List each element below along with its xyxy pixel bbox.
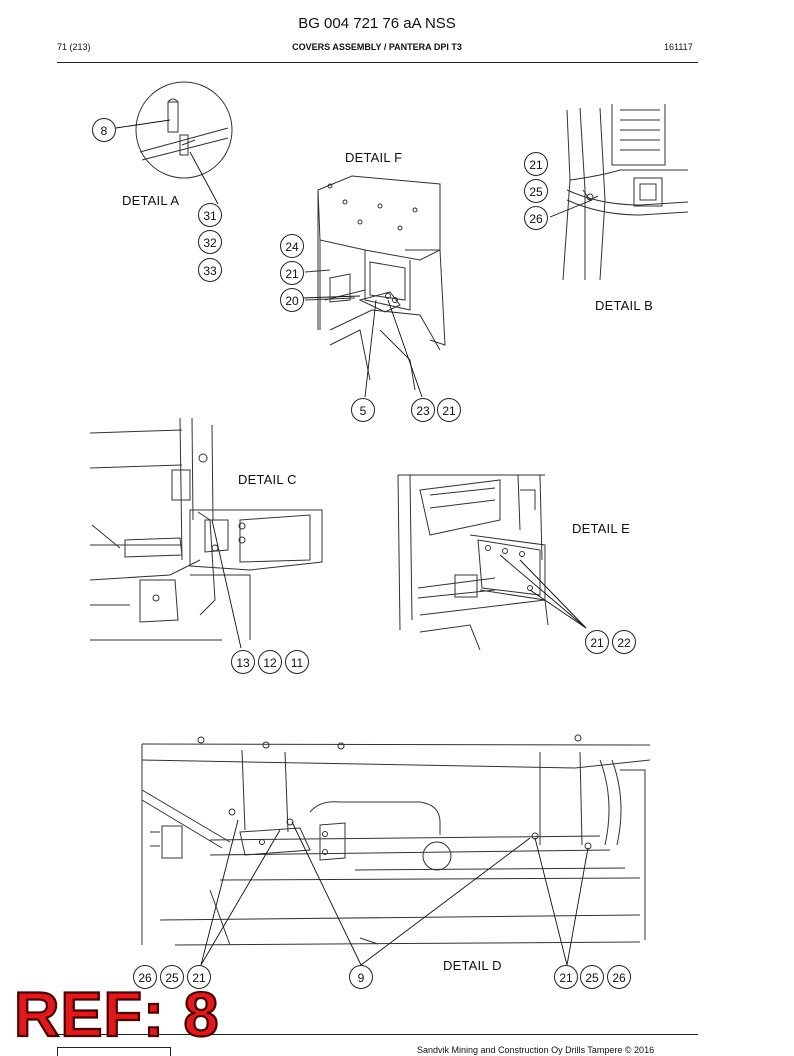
detail-e-label: DETAIL E [572,521,630,536]
callout-item: 9 [349,965,373,989]
callout-item: 26 [607,965,631,989]
brand-logo-box [57,1047,171,1056]
ref-stamp: REF: 8 [13,980,220,1050]
callout-item: 8 [92,118,116,142]
callout-item: 21 [280,261,304,285]
detail-b-label: DETAIL B [595,298,653,313]
detail-a-label: DETAIL A [122,193,180,208]
detail-c-label: DETAIL C [238,472,297,487]
page-number: 71 (213) [57,42,91,52]
callout-item: 11 [285,650,309,674]
detail-d-label: DETAIL D [443,958,502,973]
callout-item: 21 [437,398,461,422]
document-date: 161117 [664,42,693,52]
callout-item: 21 [554,965,578,989]
callout-item: 25 [160,965,184,989]
section-title: COVERS ASSEMBLY / PANTERA DPI T3 [292,42,462,52]
callout-item: 23 [411,398,435,422]
leader-lines [116,120,592,965]
callout-item: 13 [231,650,255,674]
footer-rule [57,1034,698,1035]
callout-item: 12 [258,650,282,674]
callout-item: 24 [280,234,304,258]
detail-a-drawing [136,82,232,178]
detail-e-drawing [398,475,548,650]
callout-item: 5 [351,398,375,422]
callout-item: 21 [585,630,609,654]
detail-f-drawing [305,176,445,390]
callout-item: 21 [187,965,211,989]
callout-item: 22 [612,630,636,654]
detail-f-label: DETAIL F [345,150,403,165]
detail-b-drawing [563,104,688,280]
callout-item: 26 [524,206,548,230]
detail-d-drawing [142,735,650,945]
callout-item: 32 [198,230,222,254]
callout-item: 25 [580,965,604,989]
callout-item: 25 [524,179,548,203]
footer-copyright: Sandvik Mining and Construction Oy Drill… [417,1045,655,1055]
document-title: BG 004 721 76 aA NSS [298,15,456,32]
detail-c-drawing [90,418,322,640]
header-rule [57,62,698,63]
callout-item: 21 [524,152,548,176]
callout-item: 20 [280,288,304,312]
callout-item: 33 [198,258,222,282]
callout-item: 31 [198,203,222,227]
callout-item: 26 [133,965,157,989]
